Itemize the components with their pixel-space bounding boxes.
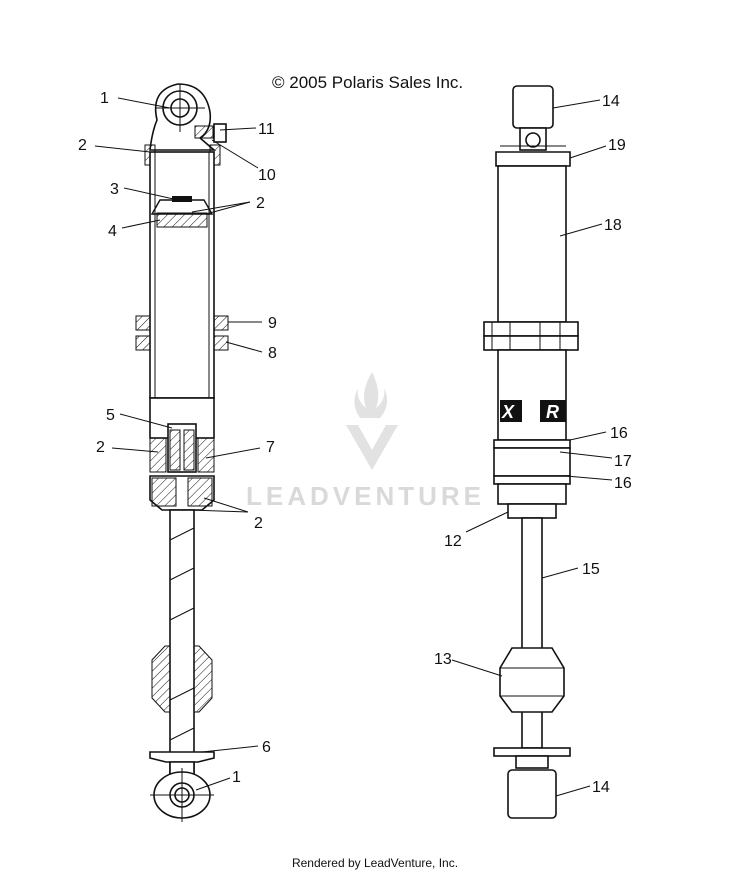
decal-right: R xyxy=(546,402,559,422)
callout-2-a: 2 xyxy=(78,137,87,154)
callout-14-top: 14 xyxy=(602,93,620,110)
callout-12: 12 xyxy=(444,533,462,550)
callout-labels: 1 2 3 2 4 11 10 9 8 5 2 7 2 6 1 14 19 18… xyxy=(78,90,632,796)
callout-11: 11 xyxy=(258,121,275,138)
callout-2-b: 2 xyxy=(256,195,265,212)
callout-6: 6 xyxy=(262,739,271,756)
callout-16-a: 16 xyxy=(610,425,628,442)
copyright-text: © 2005 Polaris Sales Inc. xyxy=(272,73,464,92)
callout-4: 4 xyxy=(108,223,117,240)
callout-3: 3 xyxy=(110,181,119,198)
callout-1-top: 1 xyxy=(100,90,109,107)
footer-credit: Rendered by LeadVenture, Inc. xyxy=(291,856,459,870)
callout-9: 9 xyxy=(268,315,277,332)
callout-19: 19 xyxy=(608,137,626,154)
callout-15: 15 xyxy=(582,561,600,578)
callout-5: 5 xyxy=(106,407,115,424)
leader-lines xyxy=(94,97,613,797)
cutaway-shock xyxy=(135,83,229,822)
callout-13: 13 xyxy=(434,651,452,668)
callout-2-d: 2 xyxy=(254,515,263,532)
callout-17: 17 xyxy=(614,453,632,470)
callout-16-b: 16 xyxy=(614,475,632,492)
callout-18: 18 xyxy=(604,217,622,234)
leadventure-watermark: LEADVENTURE xyxy=(246,372,485,511)
callout-8: 8 xyxy=(268,345,277,362)
callout-7: 7 xyxy=(266,439,275,456)
callout-10: 10 xyxy=(258,167,276,184)
decal-left: X xyxy=(501,402,515,422)
callout-1-bottom: 1 xyxy=(232,769,241,786)
watermark-text: LEADVENTURE xyxy=(246,481,485,511)
exterior-shock: X R xyxy=(483,85,579,819)
callout-2-c: 2 xyxy=(96,439,105,456)
callout-14-bottom: 14 xyxy=(592,779,610,796)
